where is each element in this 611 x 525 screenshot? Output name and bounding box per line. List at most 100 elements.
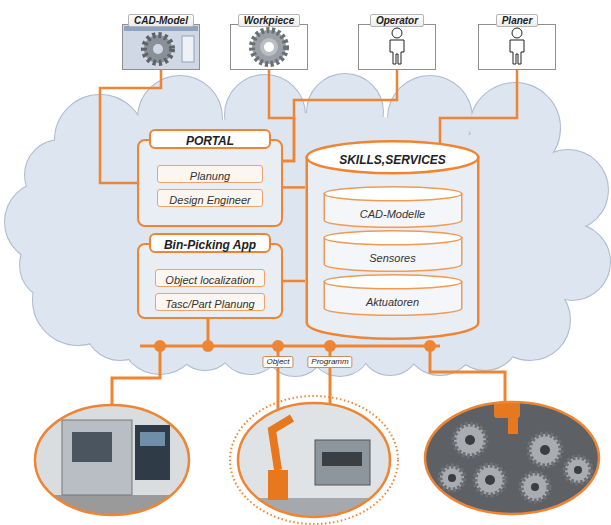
cloud-fill xyxy=(5,74,610,376)
source-box: Workpiece xyxy=(230,10,308,70)
robot-cell-picture xyxy=(238,403,390,517)
robot-cell-picture xyxy=(268,470,288,500)
planer-person-icon xyxy=(478,24,556,70)
machine-tool-picture xyxy=(35,405,189,515)
bus-dot xyxy=(272,340,284,352)
gear-workpiece-picture xyxy=(264,42,274,52)
gear-pile-picture xyxy=(531,483,539,491)
source-box: CAD-Model xyxy=(122,10,200,70)
app-box: Bin-Picking AppObject localizationTasc/P… xyxy=(137,243,283,319)
machine-tool-picture xyxy=(140,432,165,446)
actor-box: Planer xyxy=(478,10,556,70)
cylinder-top xyxy=(324,231,462,245)
text-holder: SKILLS,SERVICES xyxy=(305,150,480,168)
robot-cell-picture xyxy=(230,498,400,523)
operator-person-icon xyxy=(358,24,436,70)
cylinder-outline xyxy=(323,186,463,228)
picture-frame xyxy=(230,24,308,70)
machine-tool-picture xyxy=(30,495,200,525)
gear-pile-picture xyxy=(508,412,518,434)
node-heading: Workpiece xyxy=(238,14,300,27)
node-label: CAD-Modelle xyxy=(360,208,425,220)
picture-frame xyxy=(478,24,556,70)
bus-dot xyxy=(424,340,436,352)
text-holder: Aktuatoren xyxy=(323,292,463,310)
node-heading: Planer xyxy=(496,14,539,27)
cloud-outline xyxy=(5,74,610,376)
heading-tab: Bin-Picking App xyxy=(149,233,271,253)
picture-frame xyxy=(358,24,436,70)
gear-pile-picture xyxy=(440,466,464,490)
gear-pile-picture xyxy=(485,475,495,485)
function-box: Design Engineer xyxy=(157,189,263,207)
gear-pile-picture xyxy=(475,465,505,495)
machine-tool-picture xyxy=(30,400,200,525)
storage-cylinder: CAD-Modelle xyxy=(323,186,463,228)
gear-pile-picture xyxy=(540,445,550,455)
cylinder-outline xyxy=(323,230,463,272)
cylinder-top xyxy=(307,141,479,173)
text-holder: Sensores xyxy=(323,248,463,266)
robot-cell-picture xyxy=(230,396,400,524)
bus-line xyxy=(112,346,160,405)
node-heading: CAD-Model xyxy=(128,14,194,27)
actor-box: Operator xyxy=(358,10,436,70)
function-box: Planung xyxy=(157,165,263,183)
node-label: Sensores xyxy=(369,252,415,264)
heading-tab: Operator xyxy=(358,10,436,23)
gear-workpiece-picture xyxy=(230,24,308,70)
planer-person-icon xyxy=(510,40,524,64)
cylinder-outline xyxy=(323,274,463,316)
heading-tab: Planer xyxy=(478,10,556,23)
bus-dot xyxy=(202,340,214,352)
planer-person-icon xyxy=(478,24,556,70)
operator-person-icon xyxy=(390,40,404,64)
heading-tab: CAD-Model xyxy=(122,10,200,23)
cylinder-top xyxy=(324,275,462,289)
node-label: Planung xyxy=(190,170,230,182)
gear-pile-picture xyxy=(420,398,605,518)
gear-pile-picture xyxy=(465,435,475,445)
node-label: Design Engineer xyxy=(169,194,250,206)
cad-screen-picture xyxy=(182,36,194,62)
operator-person-icon xyxy=(392,28,402,38)
robot-cell-picture xyxy=(315,440,370,485)
portal-box: PORTALPlanungDesign Engineer xyxy=(137,139,283,227)
cylinder-body xyxy=(307,157,479,339)
node-label: Object localization xyxy=(165,274,254,286)
storage-cylinder: Aktuatoren xyxy=(323,274,463,316)
machine-tool-picture xyxy=(62,420,132,495)
node-heading: Operator xyxy=(370,14,424,27)
function-box: Object localization xyxy=(155,269,265,287)
robot-cell-picture xyxy=(272,418,292,470)
gear-pile-picture xyxy=(454,424,486,456)
gear-pile-picture xyxy=(521,473,549,501)
node-label: Tasc/Part Planung xyxy=(165,298,254,310)
gear-workpiece-picture xyxy=(260,38,278,56)
connector-line xyxy=(283,186,305,189)
bus-dot xyxy=(324,340,336,352)
gear-pile-picture xyxy=(420,398,605,518)
connector-line xyxy=(283,280,305,283)
heading-tab: Workpiece xyxy=(230,10,308,23)
node-label: Aktuatoren xyxy=(366,296,419,308)
bus-line xyxy=(430,346,505,402)
operator-person-icon xyxy=(358,24,436,70)
bus-label: Programm xyxy=(307,356,352,368)
gear-workpiece-picture xyxy=(230,24,308,70)
connector-line xyxy=(440,70,517,143)
robot-cell-picture xyxy=(230,396,398,524)
bus-dot xyxy=(154,340,166,352)
gear-pile-picture xyxy=(574,466,582,474)
cad-screen-picture xyxy=(122,24,200,70)
machine-tool-picture xyxy=(30,400,200,525)
bus-label: Object xyxy=(262,356,293,368)
gear-pile-picture xyxy=(425,402,599,514)
planer-person-icon xyxy=(512,28,522,38)
database-cylinder: SKILLS,SERVICES CAD-ModelleSensoresAktuat… xyxy=(305,140,480,340)
node-heading: SKILLS,SERVICES xyxy=(339,153,446,167)
gear-pile-picture xyxy=(420,398,605,518)
machine-tool-picture xyxy=(72,432,112,462)
heading-tab: PORTAL xyxy=(149,129,271,149)
